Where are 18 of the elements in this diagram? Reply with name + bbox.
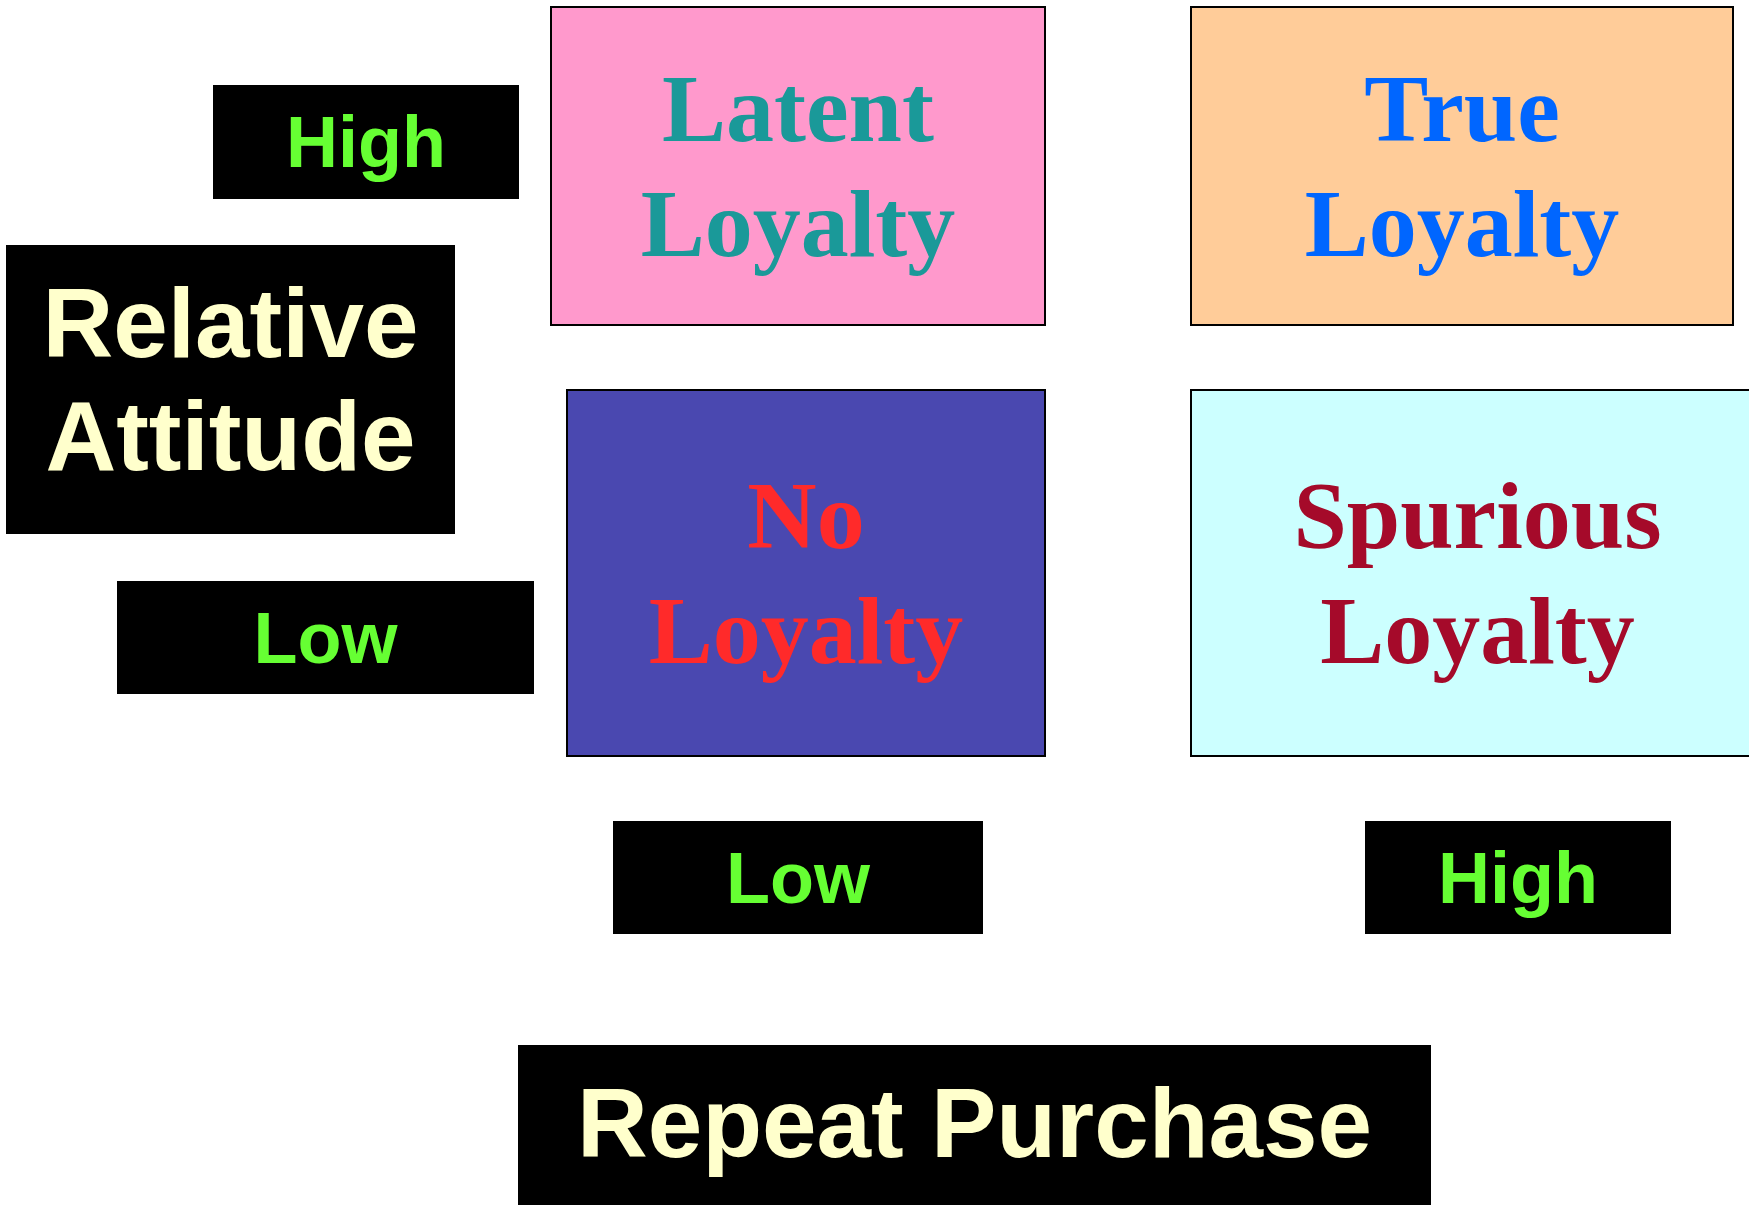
quadrant-label: True Loyalty bbox=[1304, 53, 1620, 279]
quadrant-box bbox=[550, 6, 1046, 326]
quadrant-box bbox=[1190, 6, 1734, 326]
quadrant-label: No Loyalty bbox=[648, 460, 964, 686]
quadrant-label: Spurious Loyalty bbox=[1293, 460, 1662, 686]
axis-title-box bbox=[518, 1045, 1431, 1205]
axis-title: Relative Attitude bbox=[42, 267, 419, 493]
axis-level-box bbox=[1365, 821, 1671, 934]
axis-level-box bbox=[613, 821, 983, 934]
axis-level-box bbox=[213, 85, 519, 199]
quadrant-label: Latent Loyalty bbox=[640, 53, 956, 279]
axis-title-box bbox=[6, 245, 455, 534]
axis-level-label: Low bbox=[726, 841, 870, 914]
axis-level-label: Low bbox=[253, 601, 398, 674]
axis-title: Repeat Purchase bbox=[576, 1067, 1373, 1180]
quadrant-box bbox=[1190, 389, 1749, 757]
axis-level-box bbox=[117, 581, 534, 694]
quadrant-box bbox=[566, 389, 1046, 757]
